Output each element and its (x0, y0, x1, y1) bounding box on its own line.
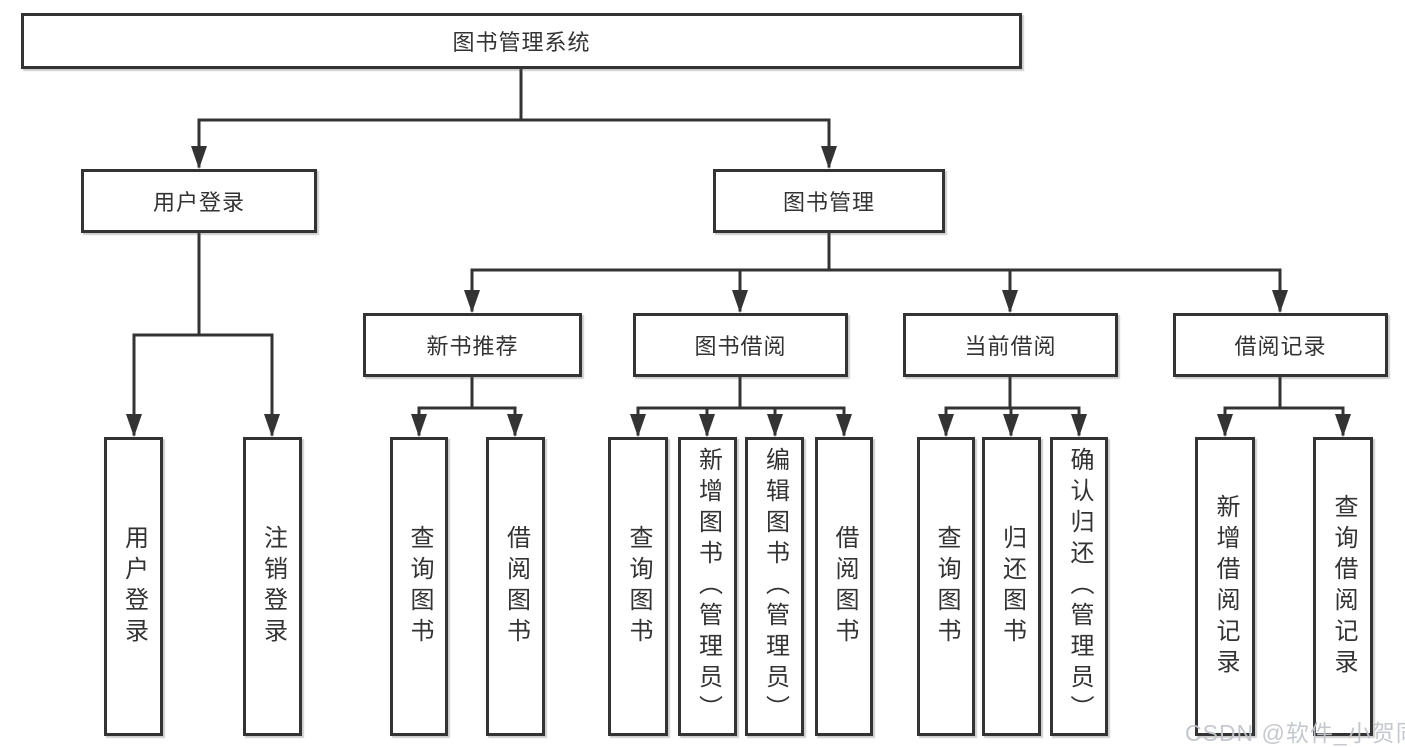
node-current-borrow: 当前借阅 (903, 313, 1118, 377)
leaf-label: 查询借阅记录 (1330, 493, 1357, 680)
leaf-label: 确认归还（管理员） (1066, 447, 1093, 726)
node-book-management: 图书管理 (713, 169, 945, 233)
leaf-label: 编辑图书（管理员） (761, 447, 789, 726)
leaf-query-books-borrow: 查询图书 (608, 437, 668, 736)
leaf-borrow-books: 借阅图书 (815, 437, 873, 736)
node-label: 图书管理 (782, 190, 875, 215)
leaf-label: 注销登录 (259, 524, 287, 649)
leaf-add-books-admin: 新增图书（管理员） (678, 437, 737, 736)
leaf-label: 用户登录 (120, 524, 148, 649)
node-label: 用户登录 (152, 190, 245, 215)
leaf-label: 归还图书 (998, 524, 1026, 649)
node-user-login: 用户登录 (81, 169, 317, 233)
csdn-watermark: CSDN @软件_小贺同学 (1185, 720, 1405, 746)
leaf-return-books: 归还图书 (982, 437, 1041, 736)
leaf-label: 借阅图书 (502, 524, 530, 649)
leaf-label: 新增借阅记录 (1212, 493, 1239, 680)
leaf-label: 借阅图书 (831, 524, 858, 649)
leaf-query-books-recommend: 查询图书 (390, 437, 448, 736)
leaf-confirm-return-admin: 确认归还（管理员） (1050, 437, 1108, 736)
node-library-management-system: 图书管理系统 (21, 13, 1022, 69)
leaf-edit-books-admin: 编辑图书（管理员） (745, 437, 804, 736)
arrowheads (126, 146, 1351, 437)
leaf-label: 查询图书 (933, 524, 960, 649)
node-borrow-record: 借阅记录 (1173, 313, 1388, 377)
node-new-book-recommend: 新书推荐 (363, 313, 582, 377)
node-label: 图书管理系统 (452, 30, 591, 55)
leaf-borrow-books-recommend: 借阅图书 (486, 437, 545, 736)
leaf-user-login: 用户登录 (104, 437, 163, 736)
node-label: 当前借阅 (964, 334, 1057, 359)
leaf-label: 查询图书 (406, 524, 433, 649)
leaf-query-borrow-record: 查询借阅记录 (1313, 437, 1373, 736)
node-label: 借阅记录 (1234, 334, 1327, 359)
leaf-add-borrow-record: 新增借阅记录 (1195, 437, 1255, 736)
node-book-borrow: 图书借阅 (633, 313, 848, 377)
leaf-logout: 注销登录 (243, 437, 302, 736)
leaf-label: 查询图书 (625, 524, 652, 649)
leaf-label: 新增图书（管理员） (694, 447, 722, 726)
leaf-query-books-current: 查询图书 (917, 437, 975, 736)
node-label: 新书推荐 (426, 334, 519, 359)
node-label: 图书借阅 (694, 334, 787, 359)
